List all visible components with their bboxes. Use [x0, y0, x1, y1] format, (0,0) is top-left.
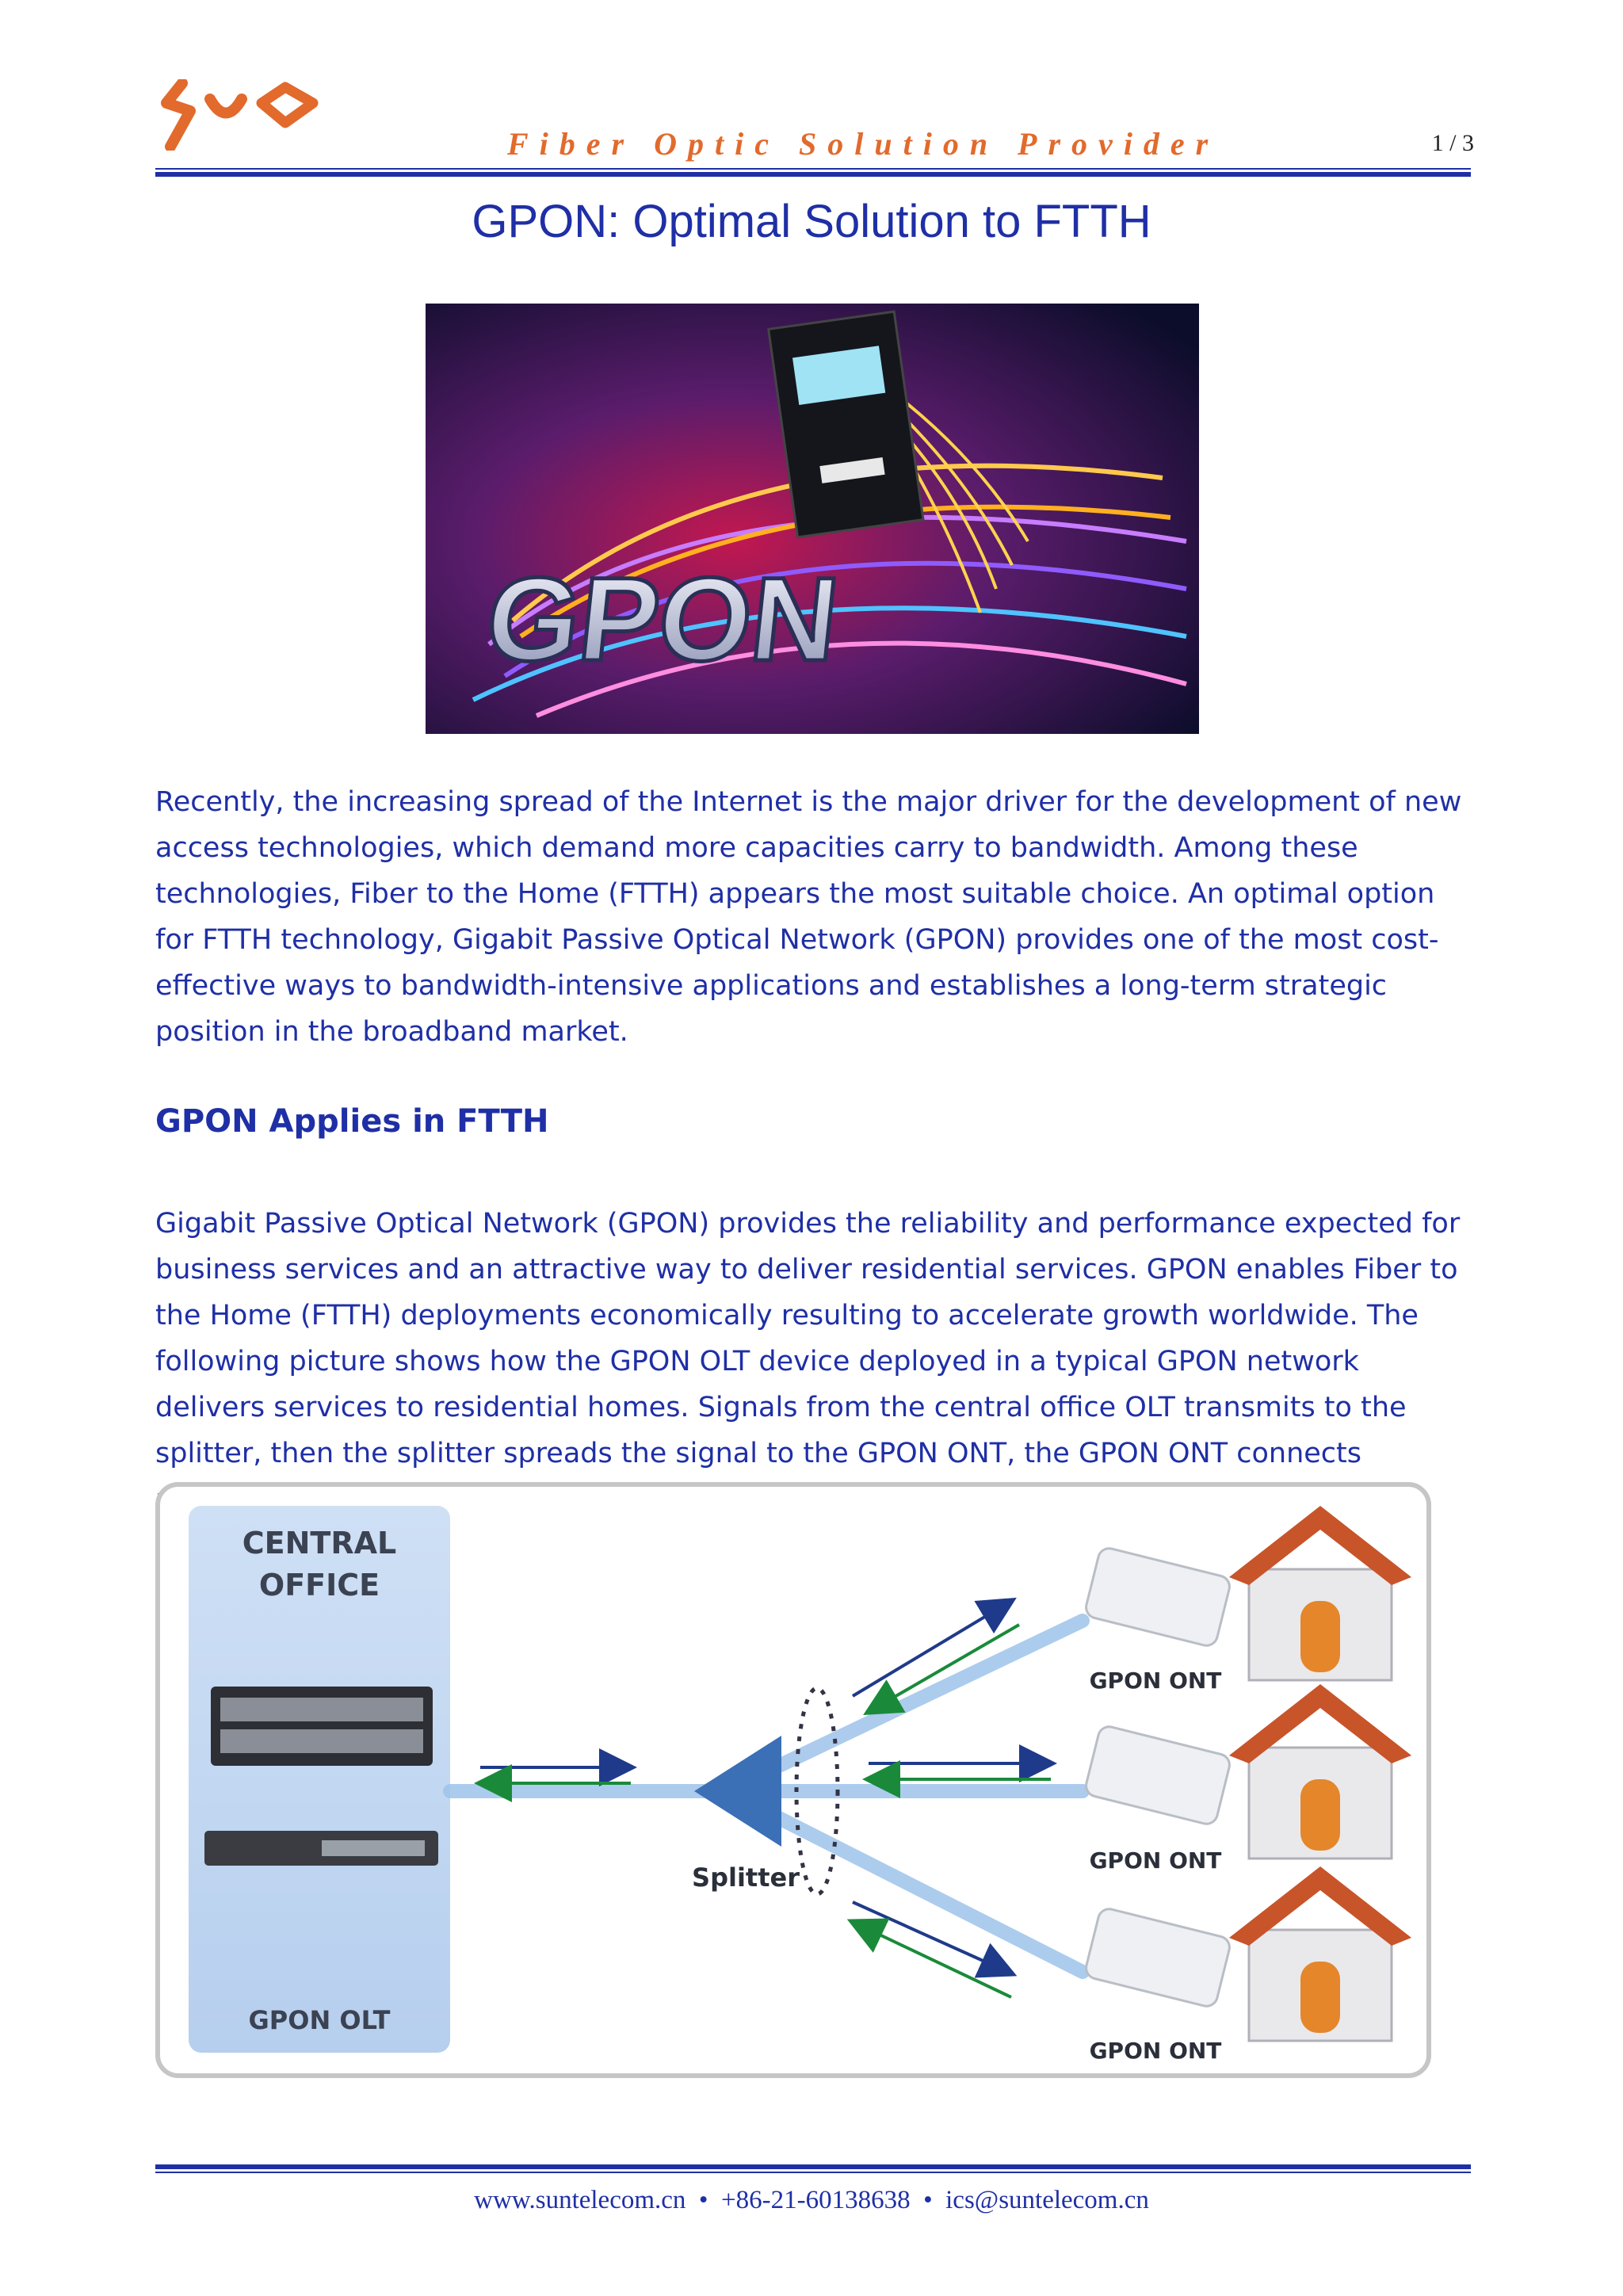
footer-separator-2: •	[923, 2186, 933, 2214]
company-logo	[161, 79, 319, 151]
olt-switch-icon	[204, 1831, 438, 1866]
footer-website[interactable]: www.suntelecom.cn	[474, 2186, 686, 2214]
header-tagline: Fiber Optic Solution Provider	[507, 126, 1220, 162]
footer-separator-1: •	[698, 2186, 708, 2214]
footer-contact: www.suntelecom.cn • +86-21-60138638 • ic…	[0, 2186, 1623, 2215]
ont-device-2	[1085, 1725, 1231, 1825]
footer-rule-thin	[155, 2172, 1471, 2173]
page-title: GPON: Optimal Solution to FTTH	[472, 196, 1151, 247]
section-heading: GPON Applies in FTTH	[155, 1103, 549, 1140]
header-rule-thick	[155, 172, 1471, 177]
splitter-label: Splitter	[692, 1862, 800, 1893]
splitter-icon	[694, 1736, 781, 1847]
central-office-panel	[189, 1506, 450, 2053]
footer-email[interactable]: ics@suntelecom.cn	[945, 2186, 1149, 2214]
house-icon-1	[1229, 1506, 1411, 1682]
ont-label-1: GPON ONT	[1090, 1668, 1222, 1694]
house-icon-3	[1229, 1866, 1411, 2042]
house-icon-2	[1229, 1684, 1411, 1860]
intro-paragraph: Recently, the increasing spread of the I…	[155, 786, 1462, 1048]
section-paragraph: Gigabit Passive Optical Network (GPON) p…	[155, 1208, 1461, 1515]
ont-label-3: GPON ONT	[1090, 2038, 1222, 2064]
footer-phone[interactable]: +86-21-60138638	[720, 2186, 911, 2214]
olt-label: GPON OLT	[249, 2005, 391, 2035]
central-office-label-2: OFFICE	[259, 1568, 380, 1603]
olt-chassis-icon	[211, 1687, 433, 1766]
central-office-label-1: CENTRAL	[242, 1526, 396, 1561]
ont-device-1	[1085, 1547, 1231, 1647]
footer-rule-thick	[155, 2164, 1471, 2169]
ont-label-2: GPON ONT	[1090, 1847, 1222, 1874]
hero-image: GPON	[426, 304, 1199, 734]
header-rule-thin	[155, 168, 1471, 170]
ont-device-3	[1085, 1908, 1231, 2008]
page-number: 1 / 3	[1431, 130, 1474, 156]
gpon-network-diagram: CENTRAL OFFICE GPON OLT Splitter GPON ON…	[155, 1482, 1431, 2078]
hero-gpon-text: GPON	[480, 552, 844, 686]
